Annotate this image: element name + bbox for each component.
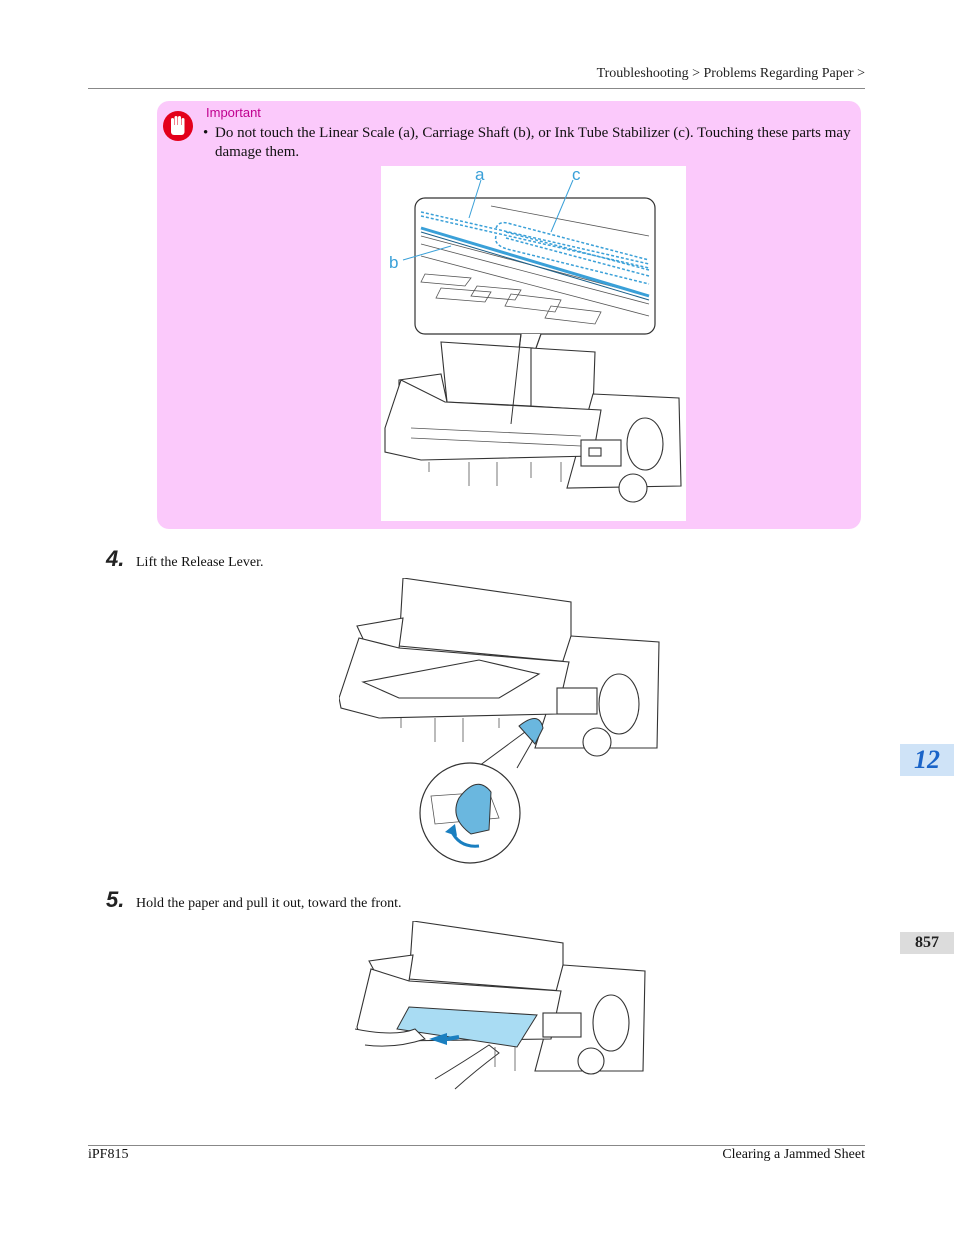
pull-paper-illustration (355, 921, 646, 1095)
stop-hand-icon (163, 111, 193, 141)
callout-b: b (389, 253, 398, 272)
step-5-number: 5. (106, 887, 125, 912)
step-5-text: Hold the paper and pull it out, toward t… (136, 896, 402, 911)
important-label: Important (206, 105, 261, 120)
chapter-tab[interactable]: 12 (900, 744, 954, 776)
page-number-tab: 857 (900, 932, 954, 954)
callout-a: a (475, 166, 485, 184)
step-4-text: Lift the Release Lever. (136, 555, 264, 570)
printer-parts-illustration: a c b (381, 166, 686, 521)
step-4-number: 4. (106, 546, 125, 571)
important-text-block: • Do not touch the Linear Scale (a), Car… (203, 124, 855, 162)
footer-rule (88, 1145, 865, 1146)
bullet: • (203, 125, 209, 141)
release-lever-illustration (339, 578, 662, 866)
footer-model: iPF815 (88, 1147, 129, 1162)
breadcrumb: Troubleshooting > Problems Regarding Pap… (596, 66, 865, 81)
footer-section-title: Clearing a Jammed Sheet (722, 1147, 865, 1162)
callout-c: c (572, 166, 581, 184)
header-rule (88, 88, 865, 89)
important-text: Do not touch the Linear Scale (a), Carri… (215, 125, 851, 160)
